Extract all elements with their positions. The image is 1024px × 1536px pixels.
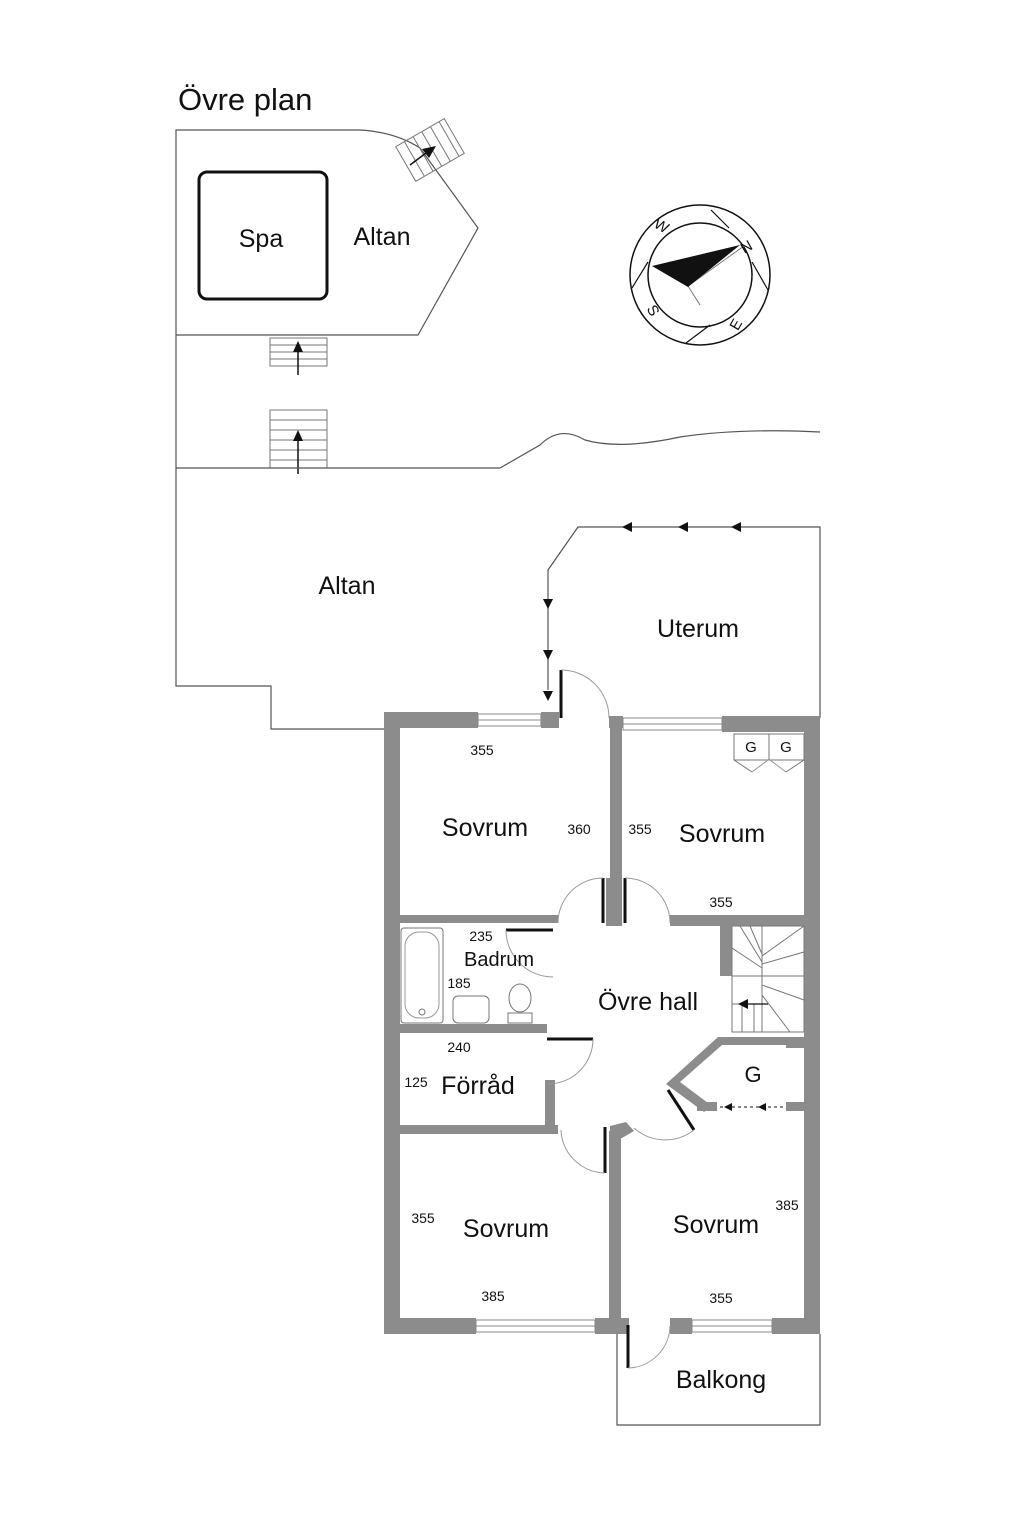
door-uterum — [559, 669, 610, 719]
arrowhead — [543, 691, 553, 701]
terrain-line — [176, 430, 821, 469]
toilet — [507, 983, 533, 1024]
window-se — [691, 1319, 773, 1333]
uterum-outline — [547, 526, 821, 718]
altan-lower-label: Altan — [319, 572, 376, 600]
arrowhead — [622, 522, 632, 532]
bathtub — [400, 927, 444, 1024]
spa-tub — [197, 170, 329, 301]
arrowhead — [724, 1103, 732, 1111]
window-sw — [475, 1319, 596, 1333]
upper-terrace-outline — [175, 129, 479, 336]
door-sovrum-sw — [560, 1127, 607, 1174]
uterum-label: Uterum — [657, 615, 739, 643]
balkong-outline — [616, 1334, 821, 1426]
arrowhead — [678, 522, 688, 532]
sovrum-se-label: Sovrum — [673, 1211, 759, 1239]
compass-s: S — [643, 302, 663, 319]
forrad-label: Förråd — [441, 1072, 515, 1100]
stair-lower — [269, 409, 328, 474]
bathroom-sink — [452, 995, 490, 1024]
dim-badrum-depth: 185 — [447, 975, 471, 991]
sovrum-ne-label: Sovrum — [679, 820, 765, 848]
closet-g-label: G — [744, 1062, 761, 1087]
sovrum-nw-label: Sovrum — [442, 814, 528, 842]
dim-sovrum-nw-width: 355 — [470, 742, 494, 758]
hall-corner-wall — [610, 1122, 634, 1138]
arrowhead — [543, 599, 553, 609]
closet-g-wall — [666, 1037, 804, 1112]
building-walls — [384, 712, 820, 1334]
inner-staircase — [731, 925, 805, 1033]
dim-sovrum-sw-width: 385 — [481, 1288, 505, 1304]
compass-w: W — [651, 215, 672, 237]
stair-upper — [269, 337, 328, 375]
door-badrum — [505, 928, 554, 978]
door-sovrum-nw — [557, 877, 605, 924]
dim-sovrum-se-depth: 385 — [775, 1197, 799, 1213]
arrowhead — [543, 650, 553, 660]
compass-rose: N E S W — [629, 204, 771, 346]
dim-sovrum-nw-depth: 360 — [567, 821, 591, 837]
wardrobes: G G — [733, 733, 805, 773]
dim-badrum-width: 235 — [469, 928, 493, 944]
arrowhead — [422, 146, 436, 158]
window-ne — [622, 717, 723, 731]
door-balkong — [626, 1325, 671, 1369]
altan-upper-label: Altan — [354, 223, 411, 251]
spa-label: Spa — [239, 225, 284, 253]
arrowhead — [731, 522, 741, 532]
dim-sovrum-ne-depth: 355 — [628, 821, 652, 837]
wardrobe-g-2: G — [780, 739, 792, 756]
dim-forrad-width: 240 — [447, 1039, 471, 1055]
door-forrad — [547, 1037, 594, 1085]
arrowhead — [758, 1103, 766, 1111]
balkong-label: Balkong — [676, 1366, 766, 1394]
dim-sovrum-ne-width: 355 — [709, 894, 733, 910]
dim-sovrum-sw-depth: 355 — [411, 1210, 435, 1226]
ovre-hall-label: Övre hall — [598, 988, 698, 1016]
badrum-label: Badrum — [464, 949, 534, 971]
compass-n: N — [738, 237, 756, 257]
door-sovrum-ne — [623, 877, 671, 924]
dim-forrad-depth: 125 — [404, 1074, 428, 1090]
lower-terrace-outline — [175, 468, 384, 730]
sovrum-sw-label: Sovrum — [463, 1215, 549, 1243]
window-nw — [477, 713, 542, 727]
wardrobe-g-1: G — [745, 739, 757, 756]
door-closet-g — [633, 1089, 696, 1141]
dim-sovrum-se-width: 355 — [709, 1290, 733, 1306]
plan-title: Övre plan — [178, 82, 313, 117]
